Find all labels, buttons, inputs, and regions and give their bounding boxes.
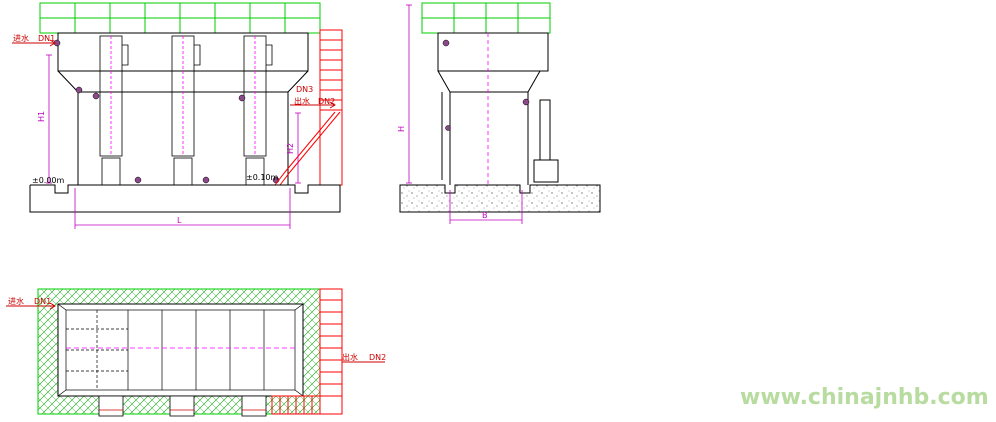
- front-dn2-label: DN2: [318, 97, 335, 106]
- front-outlet-label: 出水: [294, 96, 310, 106]
- front-railing: [39, 2, 321, 34]
- dim-h1: H1: [37, 111, 46, 122]
- side-valves: [442, 39, 530, 131]
- plan-stair: [271, 288, 343, 415]
- plan-view: 进水 DN1 出水 DN2: [6, 288, 386, 417]
- plan-inner-lines: [57, 303, 304, 397]
- elevation-000: ±0.00m: [32, 176, 65, 185]
- dim-b: B: [482, 211, 488, 220]
- plan-dn1-label: DN1: [34, 297, 51, 306]
- front-dn1-label: DN1: [38, 34, 55, 43]
- front-foundation: [29, 184, 341, 213]
- side-dimensions: [406, 4, 523, 224]
- front-elevation: 进水 DN1 出水 DN2 DN3 H1 H2 L ±0.00m ±0.10m: [12, 2, 343, 229]
- plan-inlet-pipe: [6, 302, 56, 310]
- front-inlet-label: 进水: [13, 33, 29, 43]
- filter-columns: [99, 35, 273, 186]
- elevation-010: ±0.10m: [246, 173, 279, 182]
- dim-h: H: [397, 126, 406, 132]
- front-dn3-label: DN3: [296, 85, 313, 94]
- side-elevation: H B: [397, 2, 601, 224]
- front-outlet-pipe: [290, 101, 336, 109]
- plan-inlet-label: 进水: [8, 296, 24, 306]
- valves: [53, 39, 280, 184]
- front-dimensions: [46, 54, 301, 229]
- side-tank: [437, 32, 559, 185]
- dim-l: L: [177, 216, 182, 225]
- plan-tank-outline: [57, 303, 304, 397]
- dim-h2: H2: [286, 143, 295, 154]
- plan-dn2-label: DN2: [369, 353, 386, 362]
- plan-outlet-label: 出水: [342, 352, 358, 362]
- plan-outlet-units: [98, 395, 267, 417]
- side-railing: [421, 2, 551, 34]
- site-watermark: www.chinajnhb.com: [740, 385, 989, 410]
- side-foundation: [399, 184, 601, 213]
- front-inlet-pipe: [12, 39, 56, 47]
